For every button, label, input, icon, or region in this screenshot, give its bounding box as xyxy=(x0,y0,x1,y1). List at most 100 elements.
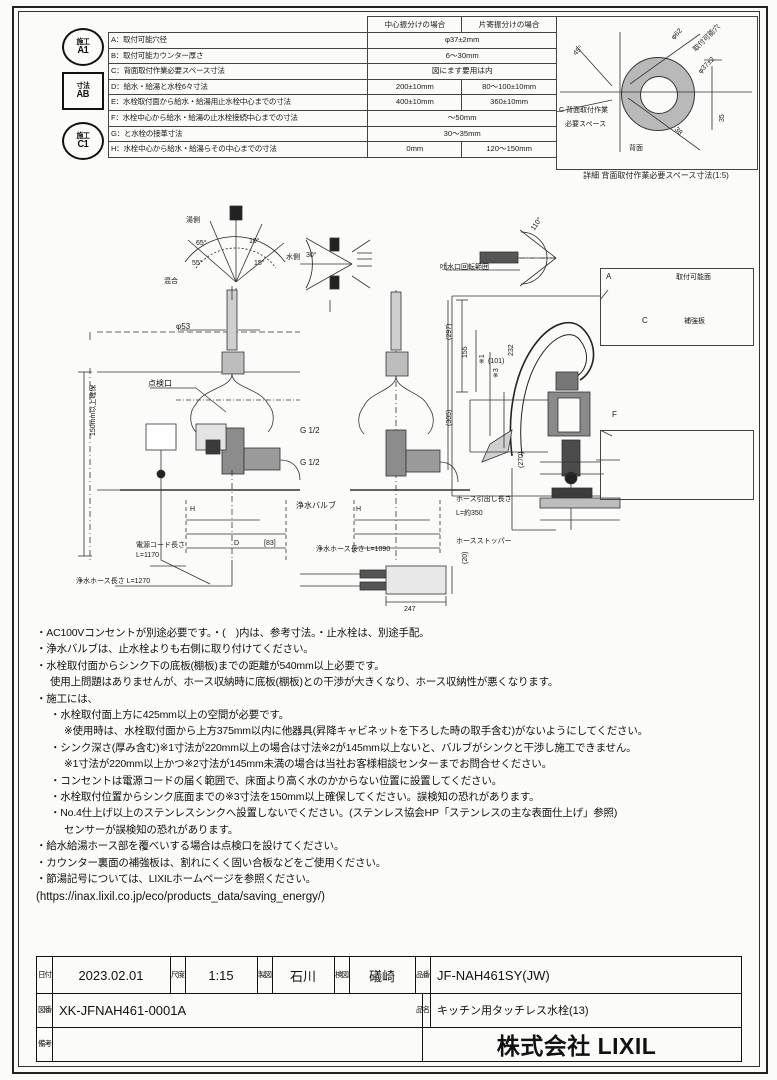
sheet-border-outer xyxy=(12,6,768,1074)
dim-H-left-label: H xyxy=(190,506,196,513)
hot-side-label: 湯側 xyxy=(186,217,200,224)
spec-badges: 施工 A1 寸法 AB 施工 C1 xyxy=(60,16,104,166)
badge-ab: 寸法 AB xyxy=(62,72,104,110)
detail-box-A xyxy=(600,268,754,346)
spec-row-desc: D：給水・給湯と水栓6々寸法 xyxy=(107,78,369,96)
part-name-value: キッチン用タッチレス水栓(13) xyxy=(437,1005,589,1017)
back-label: 背面 xyxy=(629,145,643,152)
purifier-valve-label: 浄水バルブ xyxy=(296,501,336,510)
note-line: ・水栓取付面からシンク下の底板(棚板)までの距離が540mm以上必要です。 xyxy=(36,659,385,672)
purified-hose-label: 浄水ホース長さ L=1270 xyxy=(76,576,150,586)
hose-stopper-label: ホースストッパー xyxy=(456,538,512,545)
notes-block: ・AC100Vコンセントが別途必要です。・( )内は、参考寸法。・止水栓は、別途… xyxy=(36,626,736,906)
angle-10-label: 10° xyxy=(249,238,260,245)
remarks-value xyxy=(52,1027,423,1061)
dim-305-label: (305) xyxy=(446,409,453,426)
angle-30-label: 30° xyxy=(306,252,317,259)
company-logo: 株式会社 LIXIL xyxy=(496,1033,657,1059)
badge-c1-line1: 施工 xyxy=(76,130,90,140)
spec-row-desc: B：取付可能カウンター厚さ xyxy=(107,47,369,65)
checked-value: 礒崎 xyxy=(349,957,416,993)
g-half-lower-label: G 1/2 xyxy=(300,458,320,467)
dia-53-label: φ53 xyxy=(176,322,191,331)
part-no-key-text: 品番 xyxy=(416,970,430,980)
spec-row-value-offset: 120～150mm xyxy=(461,141,557,158)
dim-232-label: 232 xyxy=(508,344,515,356)
dim-155-label: 155 xyxy=(462,346,469,358)
scale-value: 1:15 xyxy=(185,957,258,993)
badge-c1: 施工 C1 xyxy=(62,122,104,160)
dim-38-label: 38 xyxy=(672,126,684,137)
note-line: ※使用時は、水栓取付面から上方375mm以内に他器具(昇降キャビネットを下ろした… xyxy=(64,725,648,738)
mounting-hole-ring xyxy=(621,57,695,131)
note-line: ・給水給湯ホース部を覆べいする場合は点検口を設けてください。 xyxy=(36,840,345,853)
mark3-label: ※3 xyxy=(493,368,500,378)
badge-c1-line2: C1 xyxy=(77,138,89,150)
part-name-key-text: 品名 xyxy=(416,1005,430,1015)
spout-rotation-label: 吐水口回転範囲 xyxy=(440,264,489,271)
mounting-hole-detail: 45° φ62 取付可能穴 φ37±2 C 背面取付作業 必要スペース 背面 3… xyxy=(556,16,758,170)
spec-header-blank xyxy=(108,16,369,33)
mix-label: 混合 xyxy=(164,278,178,285)
mount-hole-dia-label: φ37±2 xyxy=(697,55,717,76)
spec-row: C：背面取付作業必要スペース寸法図にます要用は内 xyxy=(107,63,557,80)
badge-ab-line1: 寸法 xyxy=(76,80,90,90)
sheet-border-inner xyxy=(18,11,760,1067)
back-space-note-line2: 必要スペース xyxy=(565,121,607,128)
spec-row-desc: F：水栓中心から給水・給湯の止水栓接続中心までの寸法 xyxy=(107,109,369,127)
letter-C-label: C xyxy=(642,316,648,325)
dim-83-label: [83] xyxy=(264,540,276,547)
spec-row-value-offset: 360±10mm xyxy=(461,94,557,111)
hose-pull-length: L=約350 xyxy=(456,510,483,517)
spec-row-value-both: 6～30mm xyxy=(367,47,557,65)
mark1-label: ※1 xyxy=(479,354,486,364)
spec-row-value-center: 400±10mm xyxy=(367,94,463,111)
note-line: ・浄水バルブは、止水栓よりも右側に取り付けてください。 xyxy=(36,643,314,656)
purified-hose-label-text: 浄水ホース長さ xyxy=(76,578,125,585)
spec-row-desc: H：水栓中心から給水・給湯らその中心までの寸法 xyxy=(107,141,369,158)
spec-row-desc: E：水栓取付面から給水・給湯用止水栓中心までの寸法 xyxy=(107,94,369,111)
part-name-key: 品名 xyxy=(415,993,431,1027)
note-line: ※1寸法が220mm以上かつ※2寸法が145mm未満の場合は当社お客様相談センタ… xyxy=(64,758,552,771)
note-line: ・AC100Vコンセントが別途必要です。・( )内は、参考寸法。・止水栓は、別途… xyxy=(36,627,430,639)
mounting-hole-core xyxy=(640,76,678,114)
dim-20-label: (20) xyxy=(462,551,469,564)
badge-a1-line2: A1 xyxy=(77,44,89,56)
drawn-key-text: 製図 xyxy=(258,970,272,980)
scale-key: 尺度 xyxy=(170,957,186,993)
note-line: 使用上問題はありませんが、ホース収納時に底板(棚板)との干渉が大きくなり、ホース… xyxy=(50,676,559,689)
spec-row-value-center: 0mm xyxy=(367,141,463,158)
spec-row-desc: A：取付可能穴径 xyxy=(107,32,369,49)
badge-a1: 施工 A1 xyxy=(62,28,104,66)
spec-header-center: 中心振分けの場合 xyxy=(367,16,463,33)
power-cord-length: L=1170 xyxy=(136,552,160,559)
title-block-row-2: 図番 XK-JFNAH461-0001A 品名 キッチン用タッチレス水栓(13) xyxy=(37,993,741,1028)
note-line: ・水栓取付位置からシンク底面までの※3寸法を150mm以上確保してください。誤検… xyxy=(50,791,540,804)
dim-H-mid-label: H xyxy=(356,506,362,513)
title-block: 日付 2023.02.01 尺度 1:15 製図 石川 検図 礒崎 品番 JF-… xyxy=(36,956,742,1062)
secure-150-label: 150mm以上確保 xyxy=(90,384,97,436)
dim-D-label: D xyxy=(234,540,240,547)
letter-F-label: F xyxy=(612,410,617,419)
badge-ab-line2: AB xyxy=(76,88,90,100)
note-line: ・節湯記号については、LIXILホームページを参照ください。 xyxy=(36,873,316,886)
note-line: ・カウンター裏面の補強板は、割れにくく固い合板などをご使用ください。 xyxy=(36,856,386,869)
title-block-row-3: 備考 株式会社 LIXIL xyxy=(37,1027,741,1061)
dim-101-label: (101) xyxy=(488,358,505,365)
purified-hose-label-2: 浄水ホース長さ L=1090 xyxy=(316,546,391,553)
note-line: ・コンセントは電源コードの届く範囲で、床面より高く水のかからない位置に設置してく… xyxy=(50,774,502,787)
dim-270-label: (270) xyxy=(518,451,525,468)
remarks-key: 備考 xyxy=(37,1027,53,1061)
date-value: 2023.02.01 xyxy=(52,957,171,993)
angle-65-label: 65° xyxy=(196,240,207,247)
checked-key: 検図 xyxy=(334,957,350,993)
note-line: ・施工には、 xyxy=(36,692,98,705)
drawn-key: 製図 xyxy=(257,957,273,993)
spec-table-head: 中心振分けの場合 片寄振分けの場合 xyxy=(108,16,557,33)
